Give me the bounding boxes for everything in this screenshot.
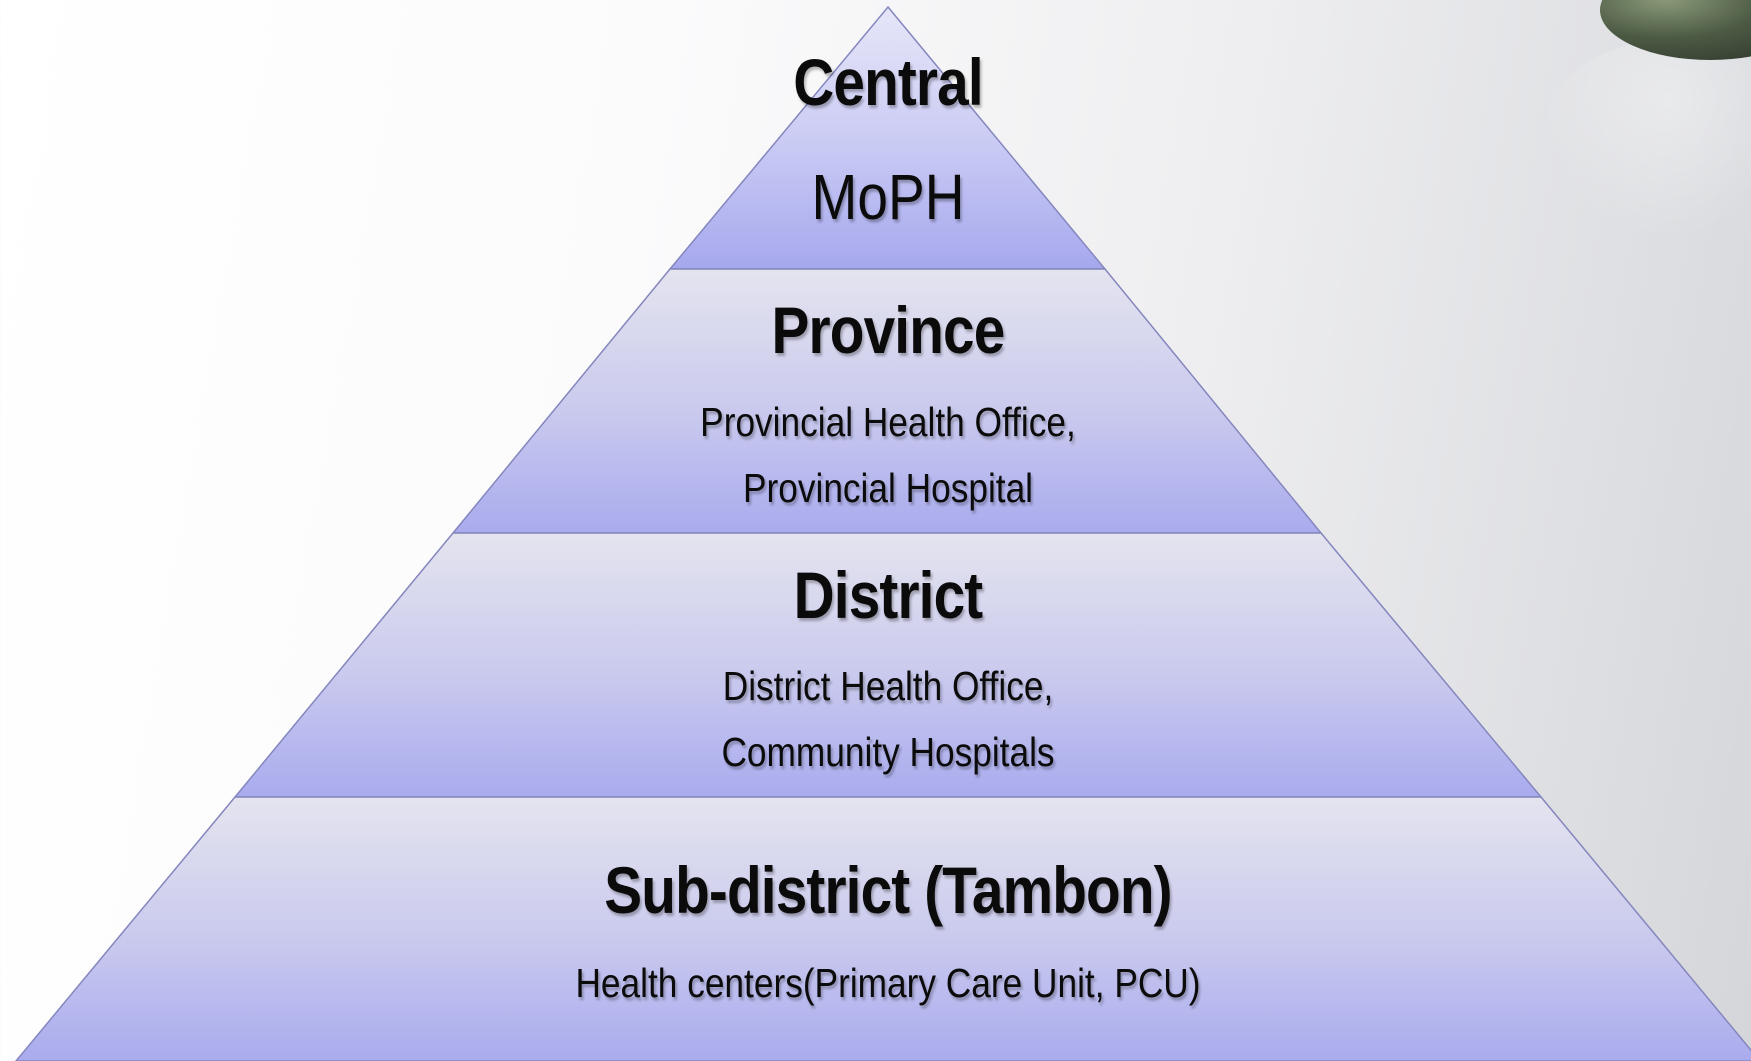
globe-reflection [1540,40,1751,240]
tier-district-title: District [793,558,984,632]
tier-subdistrict-shape [15,796,1751,1061]
tier-province-title: Province [771,293,1006,367]
tier-district-description-line2: Community Hospitals [721,729,1055,775]
tier-subdistrict-description: Health centers(Primary Care Unit, PCU) [575,960,1201,1006]
tier-central-description: MoPH [811,161,965,233]
tier-central-title: Central [793,45,983,119]
tier-subdistrict-title: Sub-district (Tambon) [604,853,1172,927]
tier-province-description-line1: Provincial Health Office, [700,399,1076,445]
tier-province-description-line2: Provincial Hospital [742,465,1034,511]
tier-district-description-line1: District Health Office, [722,663,1054,709]
